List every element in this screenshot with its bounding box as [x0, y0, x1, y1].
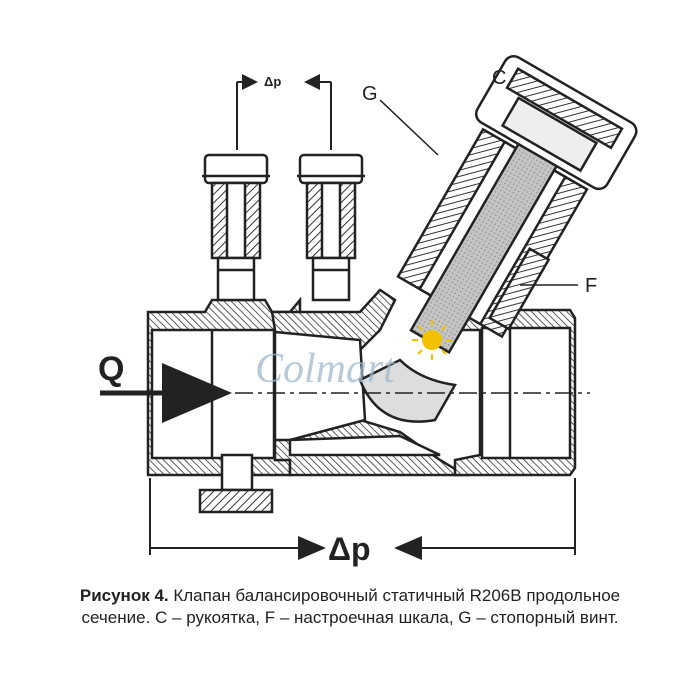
caption-line2: сечение. C – рукоятка, F – настроечная ш… — [81, 608, 619, 627]
valve-plug — [358, 358, 457, 423]
leader-lines — [379, 99, 578, 286]
bonnet-assembly — [396, 55, 638, 354]
sun-icon — [412, 320, 452, 360]
top-pressure-bracket — [236, 74, 332, 150]
scale-label: F — [585, 275, 597, 297]
drain-plug — [198, 453, 274, 514]
bottom-pressure-bracket — [149, 478, 576, 560]
valve-body — [146, 288, 577, 477]
caption-lead: Рисунок 4. — [79, 586, 169, 605]
figure-caption: Рисунок 4. Клапан балансировочный статич… — [0, 585, 700, 629]
pressure-label-top: Δp — [264, 74, 281, 89]
test-point-left — [202, 153, 270, 302]
caption-line1: Клапан балансировочный статичный R206B п… — [168, 586, 621, 605]
screw-label: G — [362, 83, 378, 105]
flow-label: Q — [98, 350, 124, 388]
watermark: Colmart — [255, 346, 396, 392]
setting-scale-f — [487, 246, 551, 331]
handle-label: C — [492, 67, 506, 89]
pressure-label-main: Δp — [328, 531, 371, 567]
test-point-right — [297, 153, 365, 302]
